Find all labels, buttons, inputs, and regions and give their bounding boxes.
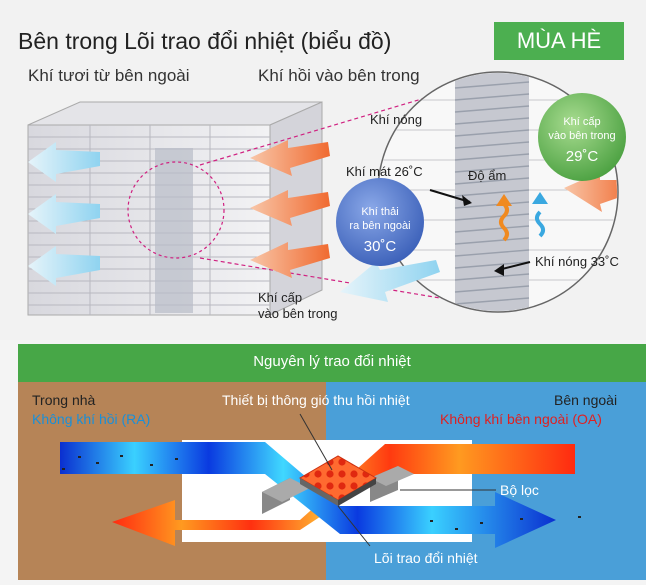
supply-bubble	[538, 93, 626, 181]
principle-header: Nguyên lý trao đổi nhiệt	[253, 353, 411, 370]
supply-bubble-line2: vào bên trong	[548, 130, 616, 142]
return-air-label: Khí hồi vào bên trong	[258, 66, 420, 85]
hot-air-label: Khí nóng	[370, 112, 423, 127]
supply-bubble-temp: 29˚C	[565, 148, 599, 165]
page-title: Bên trong Lõi trao đổi nhiệt (biểu đồ)	[18, 28, 392, 54]
return-air-arrows	[250, 140, 330, 278]
fresh-air-arrows	[28, 142, 100, 286]
exhaust-bubble-temp: 30˚C	[363, 238, 397, 255]
exhaust-bubble-line1: Khí thải	[361, 206, 399, 218]
season-badge-label: MÙA HÈ	[516, 28, 602, 53]
outdoor-air-oa-label: Không khí bên ngoài (OA)	[440, 411, 602, 427]
indoor-label: Trong nhà	[32, 392, 96, 408]
filter-label: Bộ lọc	[500, 482, 539, 498]
outdoor-label: Bên ngoài	[554, 392, 618, 408]
device-label: Thiết bị thông gió thu hồi nhiệt	[222, 392, 410, 408]
exhaust-bubble	[336, 178, 424, 266]
hot-air-temp-label: Khí nóng 33˚C	[535, 254, 619, 269]
season-badge	[494, 22, 624, 60]
supply-air-bottom-line1: Khí cấp	[258, 290, 303, 305]
supply-bubble-line1: Khí cấp	[563, 116, 601, 128]
humidity-label: Độ ẩm	[468, 168, 507, 183]
exhaust-bubble-line2: ra bên ngoài	[349, 220, 411, 232]
supply-air-bottom-line2: vào bên trong	[258, 306, 338, 321]
fresh-air-label: Khí tươi từ bên ngoài	[28, 66, 190, 85]
return-air-ra-label: Không khí hồi (RA)	[32, 411, 151, 427]
core-label: Lõi trao đổi nhiệt	[374, 550, 478, 566]
cool-air-label: Khí mát 26˚C	[346, 164, 423, 179]
